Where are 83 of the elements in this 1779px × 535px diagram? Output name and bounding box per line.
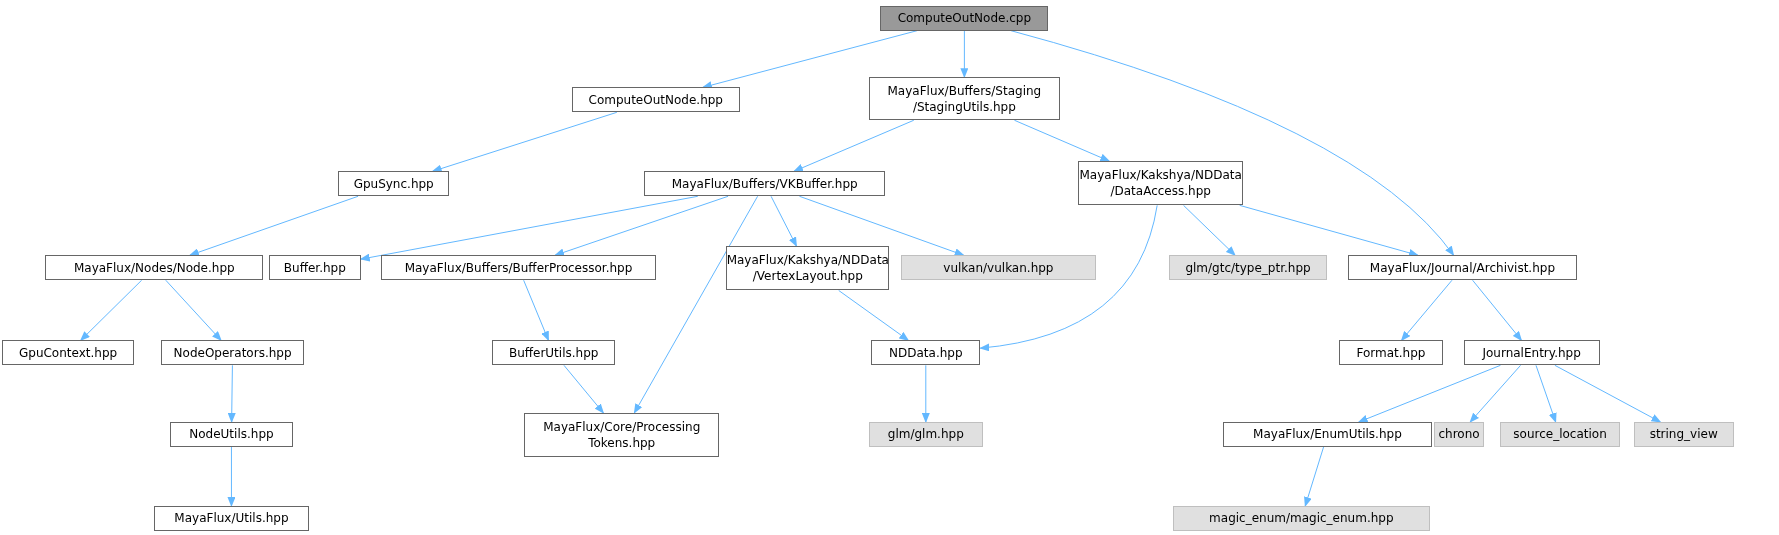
file-box: [726, 246, 890, 291]
file-box: [524, 412, 720, 458]
file-box: [154, 506, 309, 531]
file-box: [1633, 422, 1734, 447]
file-name: MayaFlux/Nodes/Node.hpp: [73, 259, 235, 276]
arrow: [554, 195, 729, 257]
file-box: [1173, 506, 1430, 531]
file-name: MayaFlux/Utils.hpp: [174, 510, 289, 527]
file-name: ComputeOutNode.hpp: [588, 91, 723, 108]
file-name: NodeOperators.hpp: [173, 344, 292, 361]
arrow: [563, 364, 605, 414]
arrow: [960, 30, 969, 79]
arrow: [838, 289, 910, 341]
file-name: MayaFlux/Journal/Archivist.hpp: [1369, 259, 1555, 276]
file-box: [1077, 161, 1244, 206]
file-name: NDData.hpp: [889, 344, 963, 361]
arrow: [188, 195, 359, 257]
arrow: [1239, 204, 1419, 257]
file-name: Buffer.hpp: [283, 259, 346, 276]
arrow: [431, 111, 618, 173]
arrow: [921, 364, 930, 424]
arrow: [1183, 204, 1236, 256]
file-name: MayaFlux/Core/Processing Tokens.hpp: [542, 418, 702, 452]
arrow: [1554, 364, 1662, 423]
file-name: MayaFlux/Buffers/VKBuffer.hpp: [671, 175, 858, 192]
file-box: [45, 255, 264, 281]
file-box: [381, 255, 656, 281]
file-name: source_location: [1513, 426, 1607, 443]
arrow: [523, 279, 549, 342]
file-name: MayaFlux/Buffers/Staging /StagingUtils.hpp: [886, 82, 1043, 115]
file-box: [161, 340, 305, 366]
arrow: [165, 279, 222, 342]
file-name: GpuContext.hpp: [18, 344, 118, 361]
file-box: [869, 422, 983, 447]
arrow: [359, 195, 699, 262]
arrow: [798, 195, 965, 256]
arrow: [1535, 364, 1557, 423]
file-name: glm/gtc/type_ptr.hpp: [1185, 259, 1311, 276]
file-name: GpuSync.hpp: [353, 175, 434, 192]
arrow: [1304, 446, 1325, 507]
arrow: [979, 204, 1158, 352]
file-box: [1223, 422, 1432, 447]
file-name: ComputeOutNode.cpp: [897, 10, 1032, 27]
arrow: [1400, 279, 1453, 342]
file-name: string_view: [1649, 426, 1718, 443]
arrow: [633, 195, 759, 414]
file-box: [880, 5, 1049, 31]
file-box: [1338, 340, 1444, 366]
arrow: [1357, 364, 1501, 423]
file-name: NodeUtils.hpp: [189, 426, 274, 443]
file-box: [492, 340, 615, 366]
file-box: [1499, 422, 1621, 447]
arrow: [1013, 119, 1111, 162]
file-box: [1168, 255, 1328, 281]
file-name: vulkan/vulkan.hpp: [943, 259, 1054, 276]
file-name: MayaFlux/Kakshya/NDData /VertexLayout.hpp: [726, 252, 889, 285]
arrow: [227, 446, 236, 507]
file-name: Format.hpp: [1356, 344, 1426, 361]
arrow: [1469, 364, 1522, 423]
arrow: [793, 119, 915, 172]
file-box: [869, 77, 1060, 121]
file-box: [871, 340, 981, 366]
file-box: [900, 255, 1096, 281]
file-box: [268, 255, 361, 281]
file-name: magic_enum/magic_enum.hpp: [1209, 510, 1394, 527]
file-name: MayaFlux/Kakshya/NDData /DataAccess.hpp: [1079, 167, 1242, 200]
arrow: [770, 195, 798, 248]
file-box: [644, 171, 885, 197]
file-name: glm/glm.hpp: [887, 426, 964, 443]
file-box: [338, 171, 450, 197]
file-name: MayaFlux/EnumUtils.hpp: [1253, 426, 1402, 443]
arrow: [227, 364, 236, 424]
file-box: [1347, 255, 1578, 281]
file-name: BufferUtils.hpp: [508, 344, 599, 361]
file-box: [1463, 340, 1600, 366]
arrow: [80, 279, 143, 342]
file-box: [2, 340, 134, 366]
file-box: [170, 422, 293, 447]
file-box: [571, 87, 740, 113]
arrow: [1472, 279, 1523, 342]
file-name: chrono: [1438, 426, 1480, 443]
file-name: MayaFlux/Buffers/BufferProcessor.hpp: [404, 259, 633, 276]
file-name: JournalEntry.hpp: [1482, 344, 1581, 361]
